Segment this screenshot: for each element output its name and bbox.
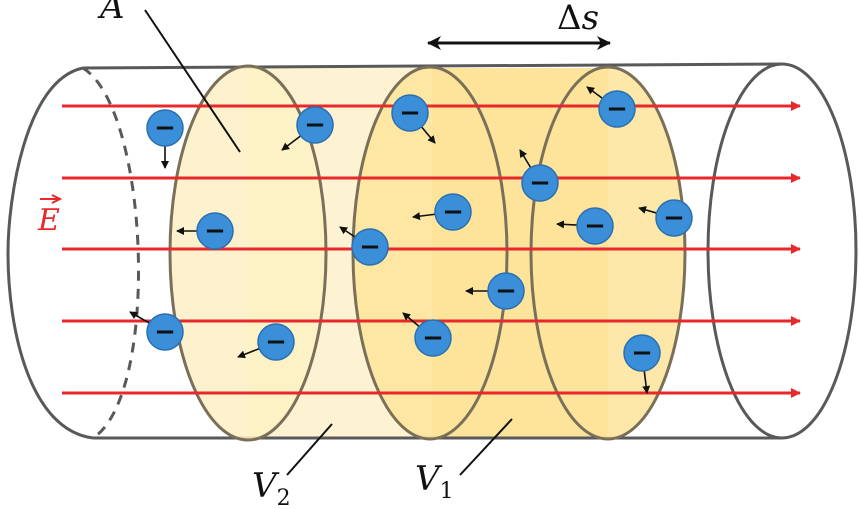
electron-charge-sign: − xyxy=(359,232,381,262)
electron xyxy=(521,164,559,202)
electron xyxy=(146,313,184,351)
v1-variable: V xyxy=(415,459,443,499)
displacement-label: Δs xyxy=(557,0,599,38)
volume-v2-label: V2 xyxy=(252,466,291,509)
v2-subscript: 2 xyxy=(277,486,291,509)
electron-velocity-arrow xyxy=(237,347,260,359)
electron-velocity-arrow xyxy=(129,311,150,324)
electron-charge-sign: − xyxy=(495,276,517,306)
electron-charge-sign: − xyxy=(529,168,551,198)
electron xyxy=(196,212,234,250)
electron-charge-sign: − xyxy=(304,110,326,140)
electron-velocity-arrow xyxy=(642,370,651,394)
electron xyxy=(655,199,693,237)
electron-velocity-arrow xyxy=(339,226,356,238)
displacement-variable: s xyxy=(582,0,599,38)
electron-velocity-arrow xyxy=(402,312,420,328)
electron-velocity-arrow xyxy=(420,126,436,144)
electron xyxy=(257,323,295,361)
electron-charge-sign: − xyxy=(442,197,464,227)
cylinder-left-edge xyxy=(6,66,94,440)
electron-velocity-arrow xyxy=(556,220,578,229)
electron-velocity-arrow xyxy=(638,206,657,214)
electron-charge-sign: − xyxy=(631,338,653,368)
electron xyxy=(623,334,661,372)
electron xyxy=(146,109,184,147)
field-vector-arrow-icon xyxy=(40,194,63,204)
electron-charge-sign: − xyxy=(265,327,287,357)
electrons-group: − − − − − − − − − − − − − − − xyxy=(129,86,693,394)
electron xyxy=(351,228,389,266)
electron-charge-sign: − xyxy=(422,323,444,353)
electron xyxy=(576,207,614,245)
v1-leader-line xyxy=(459,418,513,476)
area-leader-line xyxy=(144,9,241,153)
electron-charge-sign: − xyxy=(399,98,421,128)
electron xyxy=(414,319,452,357)
field-label: E xyxy=(37,203,60,238)
electron-charge-sign: − xyxy=(204,216,226,246)
delta-symbol: Δ xyxy=(557,0,582,38)
v1-subscript: 1 xyxy=(440,479,454,504)
electron-velocity-arrow xyxy=(281,135,302,151)
electron xyxy=(598,90,636,128)
area-label: A xyxy=(97,0,125,27)
cylinder-right-end xyxy=(706,62,858,440)
electron-charge-sign: − xyxy=(663,203,685,233)
electron xyxy=(296,106,334,144)
electron-charge-sign: − xyxy=(154,317,176,347)
electron-charge-sign: − xyxy=(606,94,628,124)
electron-velocity-arrow xyxy=(519,149,532,169)
volume-v1-label: V1 xyxy=(415,459,454,504)
electron xyxy=(487,272,525,310)
electron-velocity-arrow xyxy=(586,86,603,100)
electron xyxy=(391,94,429,132)
v2-variable: V xyxy=(252,466,280,506)
electron xyxy=(434,193,472,231)
electron-charge-sign: − xyxy=(154,113,176,143)
v2-leader-line xyxy=(286,423,333,476)
electron-charge-sign: − xyxy=(584,211,606,241)
cylinder-back-edge xyxy=(82,66,141,440)
electron-velocity-arrow xyxy=(412,212,436,221)
